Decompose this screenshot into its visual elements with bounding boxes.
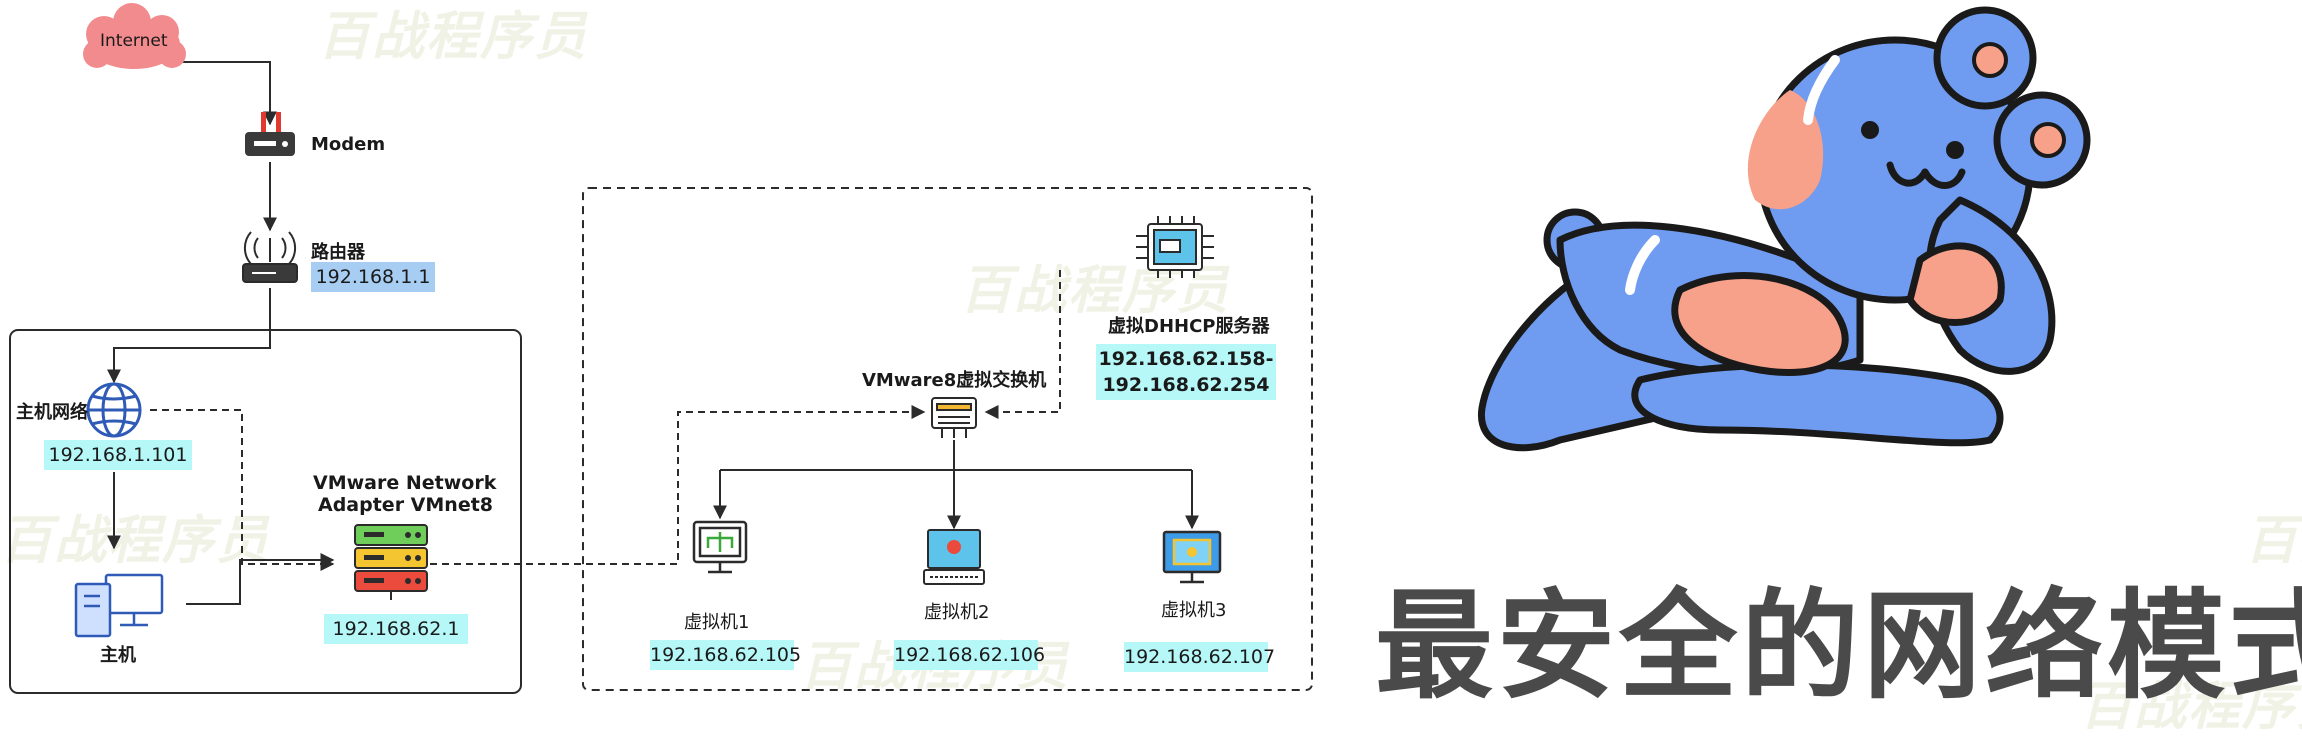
desktop-pc-icon <box>74 573 164 638</box>
link-router-hostnet <box>107 288 271 384</box>
vm1-monitor-icon <box>692 520 748 574</box>
link-hostnet-adapter-dashed <box>150 409 335 571</box>
dhcp-range-line2: 192.168.62.254 <box>1102 374 1270 396</box>
vm2-ip-tag: 192.168.62.106 <box>894 640 1045 670</box>
adapter-ip-tag: 192.168.62.1 <box>324 614 468 644</box>
router-label: 路由器 <box>311 242 365 263</box>
router-ip-tag: 192.168.1.1 <box>311 262 435 292</box>
internet-label: Internet <box>100 31 168 51</box>
link-host-adapter <box>186 553 335 605</box>
adapter-label-line1: VMware Network <box>313 472 497 494</box>
vm3-ip-tag: 192.168.62.107 <box>1124 642 1275 672</box>
watermark: 百战程序员 <box>2245 511 2302 571</box>
globe-icon <box>86 382 142 438</box>
link-internet-modem <box>178 61 277 126</box>
host-network-label: 主机网络 <box>16 402 88 423</box>
watermark: 百战程序员 <box>318 7 589 67</box>
adapter-label-line2: Adapter VMnet8 <box>318 494 494 516</box>
cloud-icon <box>83 3 186 69</box>
watermark: 百战程序员 <box>0 511 271 571</box>
vm1-ip-tag: 192.168.62.105 <box>650 640 801 670</box>
dhcp-range-line1: 192.168.62.158- <box>1098 348 1274 370</box>
host-group-box <box>9 329 522 694</box>
dhcp-label: 虚拟DHHCP服务器 <box>1108 316 1270 337</box>
switch-label: VMware8虚拟交换机 <box>862 370 1047 391</box>
modem-icon <box>245 112 295 156</box>
chip-server-icon <box>1136 216 1214 278</box>
switch-icon <box>931 397 977 438</box>
vm1-label: 虚拟机1 <box>684 612 750 633</box>
virtual-network-box <box>582 187 1313 691</box>
host-label: 主机 <box>100 645 136 666</box>
dhcp-range-tag: 192.168.62.158- 192.168.62.254 <box>1096 344 1276 400</box>
vm2-monitor-icon <box>923 529 985 585</box>
diagram-canvas: 百战程序员 百战程序员 百战程序员 百战程序员 百战程序员 百战程序员 <box>0 3 2302 737</box>
host-network-ip-tag: 192.168.1.101 <box>44 440 192 470</box>
network-topology <box>9 3 2091 694</box>
router-icon <box>242 231 298 283</box>
vm2-label: 虚拟机2 <box>924 602 990 623</box>
link-adapter-switch-dashed <box>430 405 926 565</box>
server-stack-icon <box>354 524 428 600</box>
vm3-label: 虚拟机3 <box>1161 600 1227 621</box>
bear-illustration <box>1478 6 2091 452</box>
slogan-text: 最安全的网络模式 <box>1375 577 2302 715</box>
modem-label: Modem <box>311 134 386 155</box>
vm3-monitor-icon <box>1162 530 1222 584</box>
